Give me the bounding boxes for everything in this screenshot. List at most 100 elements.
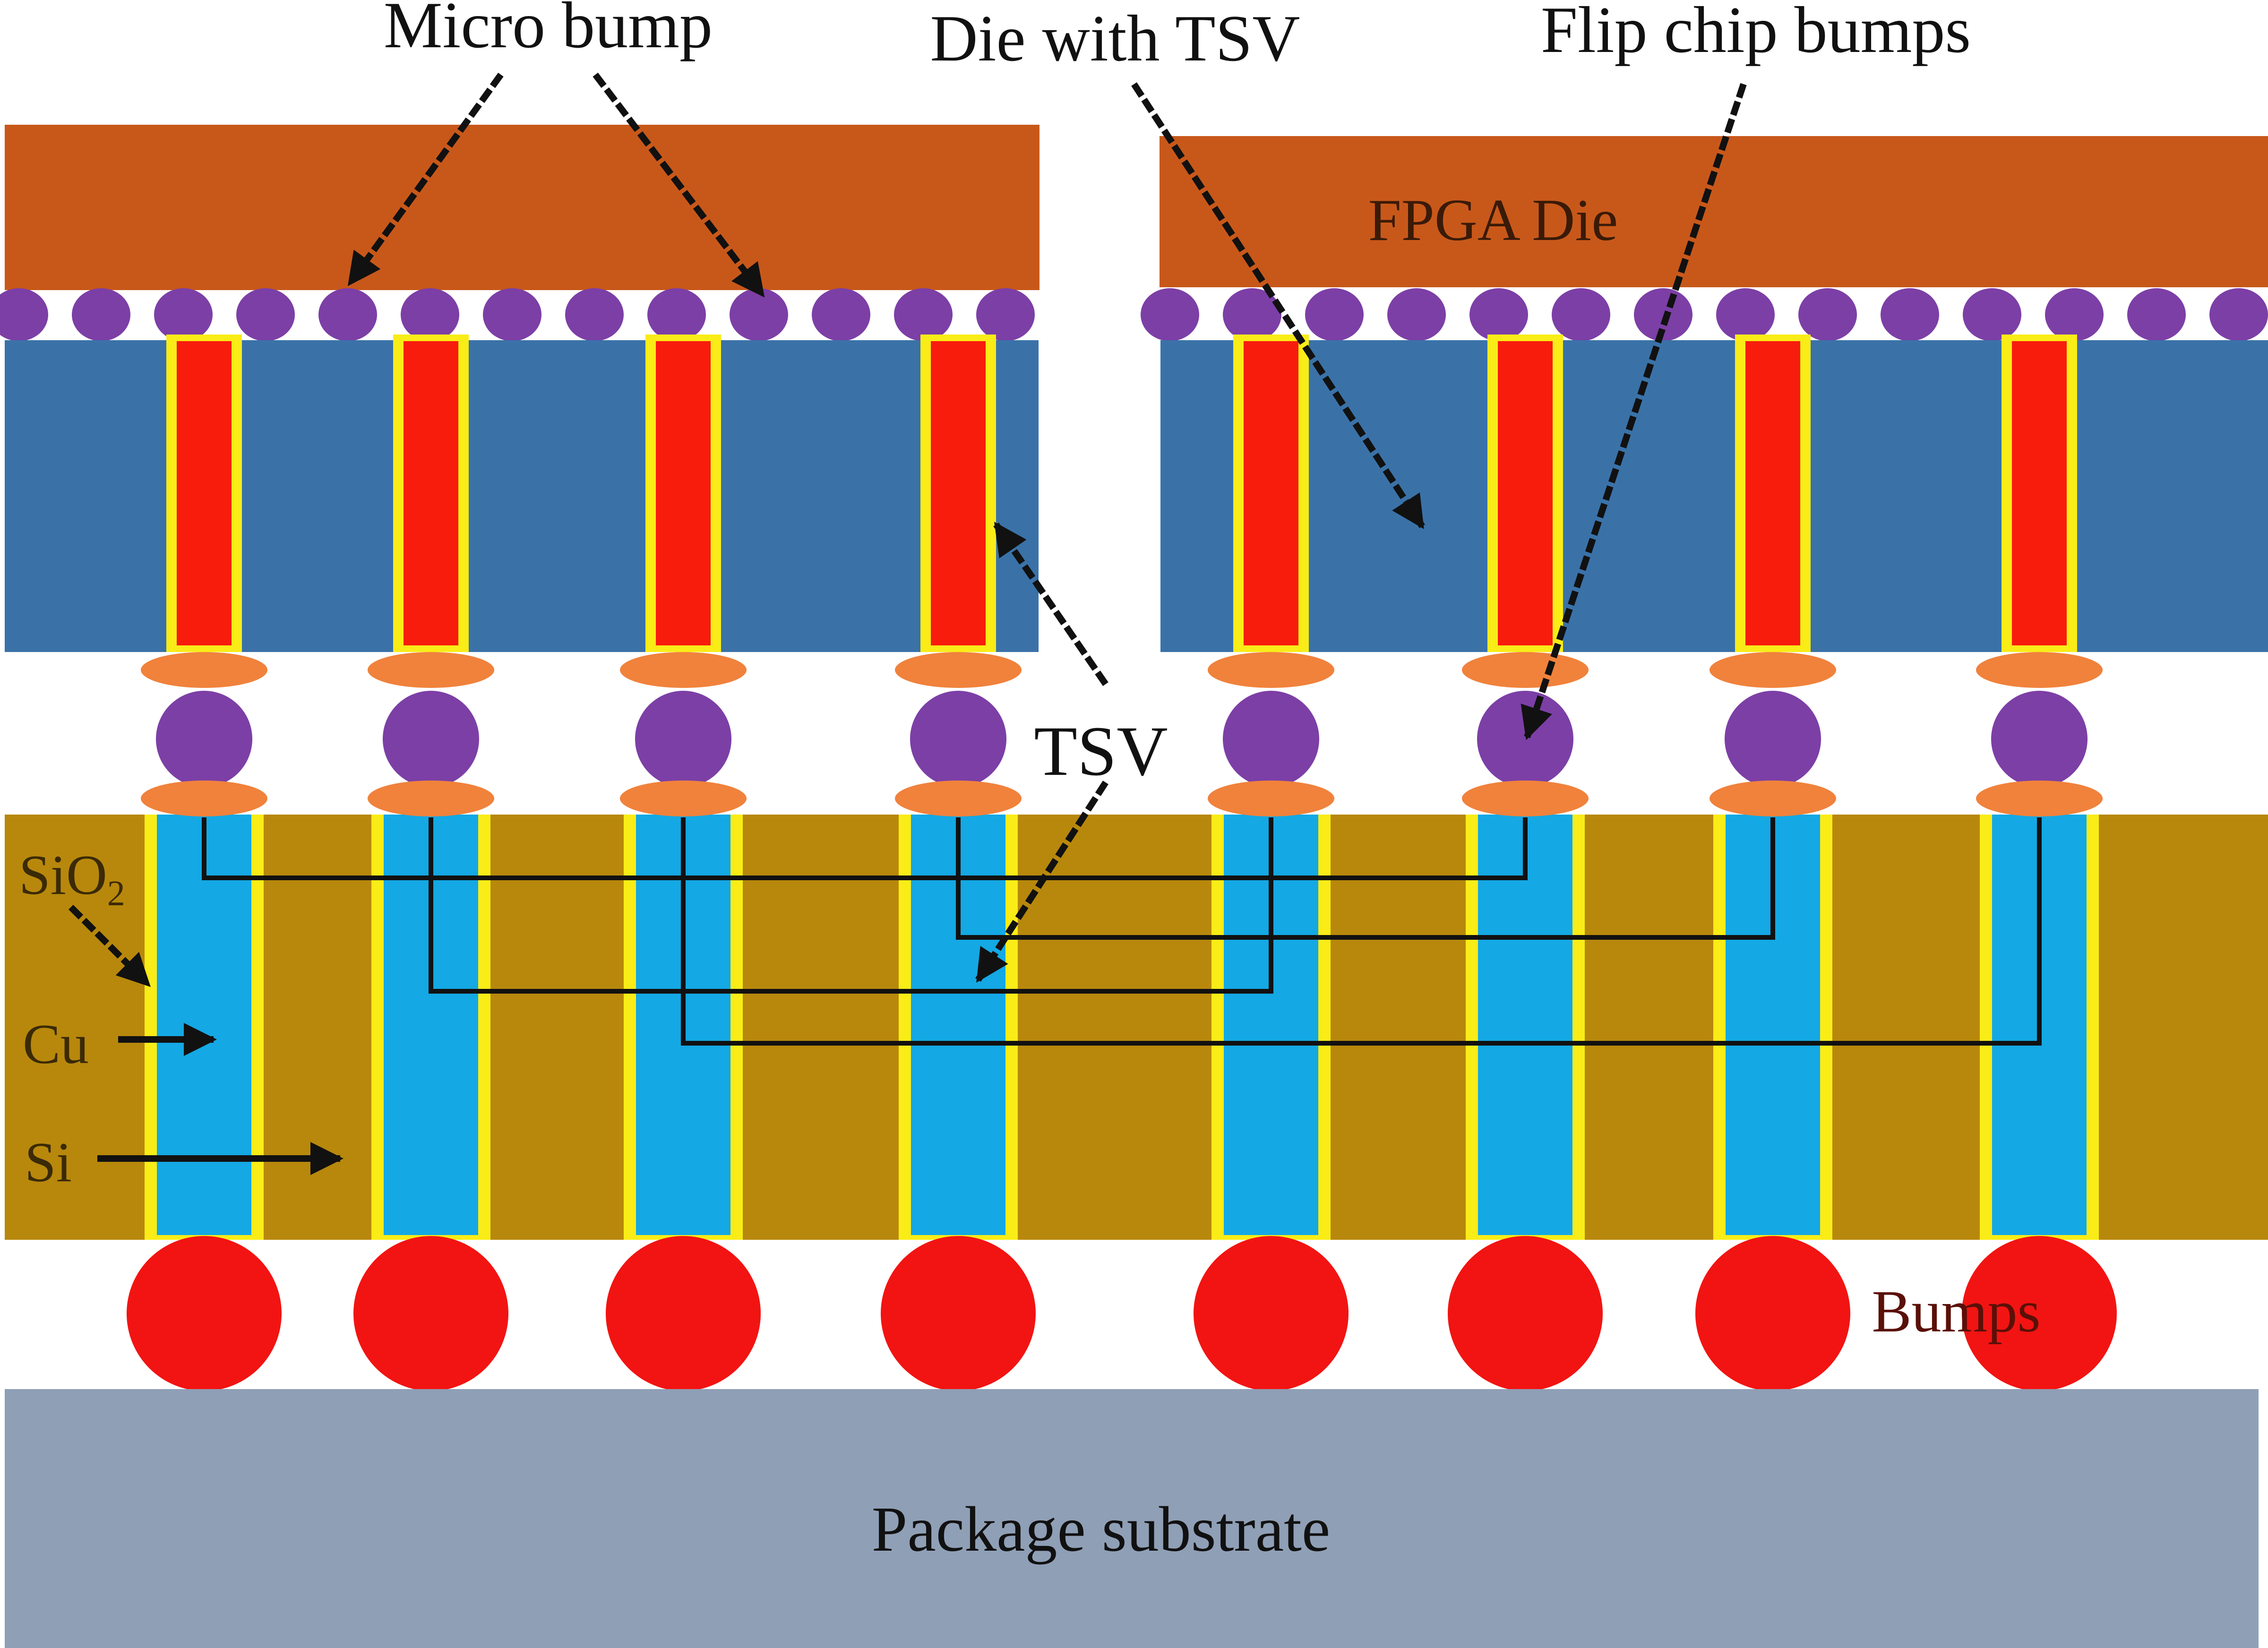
die-tsv-core (656, 341, 711, 645)
c4-bump (1962, 1236, 2117, 1391)
micro-bump-arrow-left (347, 72, 504, 286)
fpga-die-right (1160, 136, 2268, 287)
micro-bump (1141, 288, 1199, 341)
c4-bump (353, 1236, 508, 1391)
die-tsv-core (1745, 341, 1800, 645)
package-substrate (5, 1389, 2259, 1648)
flip-chip-bump (1991, 691, 2088, 787)
micro-bump (483, 288, 541, 341)
routing-wire (681, 817, 2042, 1046)
flip-chip-pad-top (1976, 652, 2103, 688)
die-tsv-core (1498, 341, 1553, 645)
flip-chip-pad-top (1462, 652, 1589, 688)
die-tsv-core (177, 341, 232, 645)
fpga-die-left (5, 125, 1040, 290)
micro-bump (2209, 288, 2268, 341)
fpga-die-label: FPGA Die (1368, 188, 1618, 253)
flip-chip-pad-bottom (620, 781, 747, 816)
micro-bump (72, 288, 130, 341)
flip-chip-pad-top (895, 652, 1022, 688)
c4-bump (127, 1236, 282, 1391)
flip-chip-bump (156, 691, 252, 787)
flip-chip-pad-top (620, 652, 747, 688)
flip-chip-bump (910, 691, 1006, 787)
die-tsv-core (1244, 341, 1298, 645)
micro-bump (318, 288, 377, 341)
micro-bump (0, 288, 48, 341)
routing-wire (202, 817, 1528, 880)
die-with-tsv-label: Die with TSV (930, 2, 1300, 75)
flip-chip-bump (635, 691, 731, 787)
flip-chip-pad-top (141, 652, 267, 688)
micro-bump (1469, 288, 1528, 341)
micro-bump (1305, 288, 1364, 341)
c4-bump (881, 1236, 1036, 1391)
micro-bump (976, 288, 1035, 341)
micro-bump-arrow-right (593, 72, 765, 298)
si-label: Si (25, 1131, 72, 1193)
micro-bump-row (0, 288, 2268, 341)
micro-bump (730, 288, 788, 341)
die-tsv-core (404, 341, 458, 645)
flip-chip-pad-bottom (1462, 781, 1589, 816)
micro-bump (1881, 288, 1939, 341)
tsv-arrow-up (993, 522, 1108, 686)
bumps-label: Bumps (1872, 1279, 2040, 1345)
flip-chip-pad-bottom (1976, 781, 2103, 816)
micro-bump (1798, 288, 1857, 341)
micro-bump (1223, 288, 1281, 341)
flip-chip-bump (1725, 691, 1821, 787)
tsv-label: TSV (1034, 712, 1168, 790)
interposer-tsv-copper (1478, 815, 1572, 1235)
die-with-tsv-arrow (1131, 82, 1425, 529)
c4-bump (1194, 1236, 1349, 1391)
die-with-tsv-right (1160, 340, 2268, 652)
routing-wire (429, 817, 1273, 994)
cu-label: Cu (23, 1013, 89, 1075)
micro-bump (812, 288, 870, 341)
micro-bump-label: Micro bump (384, 0, 713, 62)
micro-bump (2127, 288, 2186, 341)
flip-chip-pad-top (1710, 652, 1836, 688)
micro-bump (401, 288, 459, 341)
c4-bump (606, 1236, 761, 1391)
micro-bump (1963, 288, 2021, 341)
die-with-tsv-left (5, 340, 1039, 652)
tsv-arrow-down (975, 781, 1108, 983)
flip-chip-bumps-label: Flip chip bumps (1541, 0, 1971, 67)
die-tsv-core (2012, 341, 2067, 645)
die-tsv-core (931, 341, 986, 645)
flip-chip-bump (383, 691, 479, 787)
routing-wire (956, 817, 1775, 940)
flip-chip-bump (1477, 691, 1573, 787)
sio2-label-main: SiO (19, 843, 107, 906)
flip-chip-bump-row (141, 652, 2103, 816)
micro-bump (647, 288, 706, 341)
package-substrate-label: Package substrate (872, 1494, 1331, 1565)
flip-chip-pad-bottom (1208, 781, 1334, 816)
flip-chip-pad-bottom (1710, 781, 1836, 816)
micro-bump (154, 288, 213, 341)
sio2-label: SiO2 (19, 843, 125, 913)
micro-bump (1387, 288, 1446, 341)
c4-bump-row (127, 1236, 2117, 1391)
c4-bump (1448, 1236, 1603, 1391)
micro-bump (236, 288, 295, 341)
flip-chip-pad-top (368, 652, 494, 688)
c4-bump (1695, 1236, 1850, 1391)
flip-chip-bump (1223, 691, 1319, 787)
callout-arrows (69, 72, 1747, 1175)
flip-chip-bumps-arrow (1521, 83, 1747, 740)
flip-chip-pad-bottom (368, 781, 494, 816)
die-tsv-columns (166, 335, 2077, 652)
flip-chip-pad-bottom (895, 781, 1022, 816)
flip-chip-pad-bottom (141, 781, 267, 816)
micro-bump (894, 288, 953, 341)
flip-chip-pad-top (1208, 652, 1334, 688)
micro-bump (565, 288, 624, 341)
micro-bump (1716, 288, 1775, 341)
micro-bump (1552, 288, 1610, 341)
interposer-routing-wires (202, 817, 2042, 1046)
micro-bump (2045, 288, 2104, 341)
